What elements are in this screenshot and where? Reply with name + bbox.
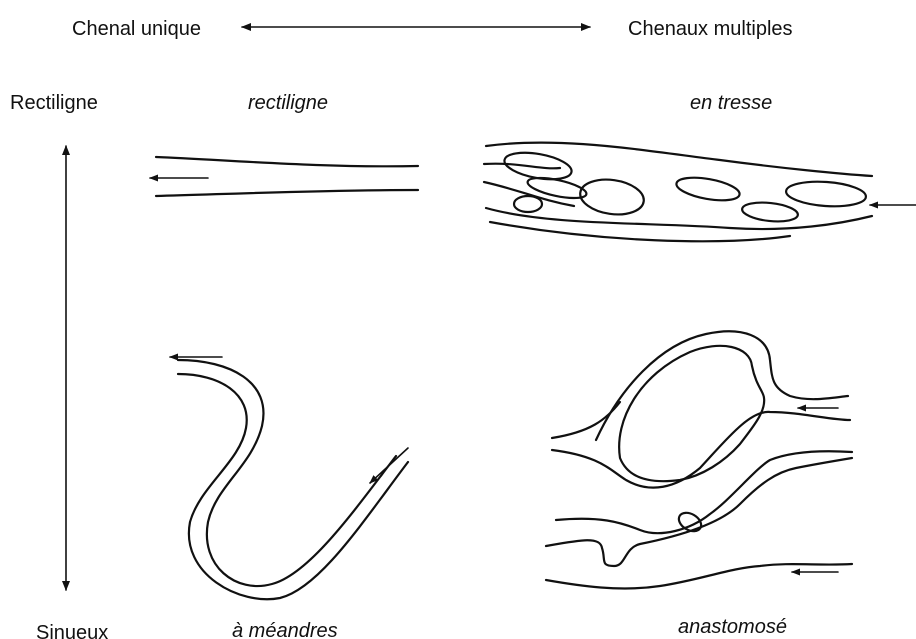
- meander-inflow-arrow: [370, 448, 408, 483]
- anastomosing-channel-sketch: [546, 331, 852, 588]
- meandering-channel-sketch: [170, 357, 408, 599]
- straight-channel-sketch: [150, 157, 418, 196]
- braided-channel-sketch: [484, 143, 916, 242]
